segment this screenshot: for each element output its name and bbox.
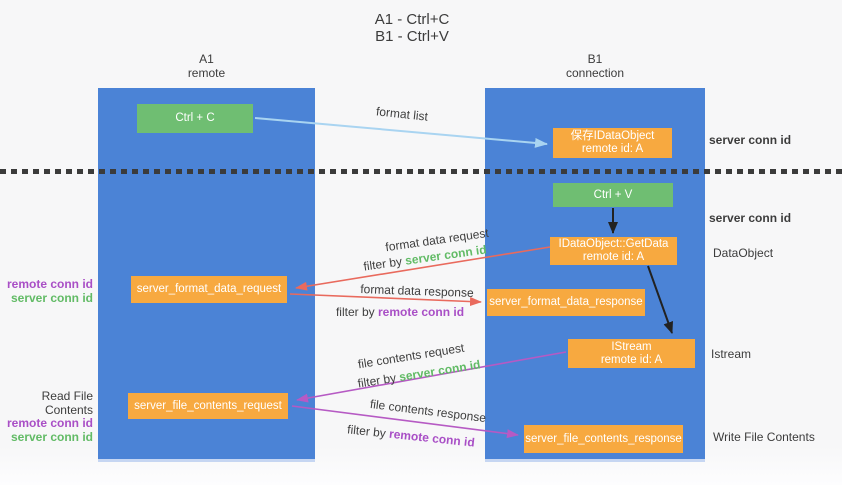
- ctrl-c-label: Ctrl + C: [175, 112, 215, 124]
- diagram-title: A1 - Ctrl+C B1 - Ctrl+V: [262, 11, 562, 45]
- remote-conn-id-text: remote conn id: [378, 305, 465, 319]
- server-conn-id-label: server conn id: [10, 290, 93, 305]
- arrow-format-data-request: [295, 246, 551, 291]
- server-file-contents-request-label: server_file_contents_request: [134, 399, 282, 412]
- server-format-data-request-node: server_format_data_request: [131, 276, 287, 303]
- arrow-file-contents-request: [296, 351, 567, 403]
- save-idataobject-node: 保存IDataObject remote id: A: [553, 128, 672, 158]
- lane-b1-role: connection: [565, 66, 625, 80]
- ctrl-v-label: Ctrl + V: [593, 188, 633, 201]
- file-request-side-labels: Read File Contents remote conn id server…: [0, 389, 93, 444]
- remote-conn-id-label: remote conn id: [6, 277, 93, 291]
- arrow-format-data-response: [289, 293, 482, 307]
- istream-line2: remote id: A: [600, 353, 663, 366]
- getdata-line2: remote id: A: [582, 251, 645, 263]
- save-idataobject-line1: 保存IDataObject: [570, 130, 655, 142]
- title-line-ctrl-v: B1 - Ctrl+V: [375, 28, 449, 45]
- server-format-data-response-label: server_format_data_response: [489, 296, 643, 308]
- arrow-format-list: [254, 117, 548, 148]
- save-idataobject-line2: remote id: A: [581, 143, 644, 155]
- ctrl-v-action-node: Ctrl + V: [553, 183, 673, 207]
- title-line-ctrl-c: A1 - Ctrl+C: [374, 11, 450, 28]
- server-conn-id-label: server conn id: [10, 429, 93, 444]
- lane-header-a1: A1 remote: [98, 52, 315, 80]
- paste-server-conn-id-label: server conn id: [709, 211, 792, 225]
- dataobject-label: DataObject: [713, 246, 774, 260]
- arrow-file-contents-response: [291, 405, 519, 439]
- lane-a1-id: A1: [199, 52, 214, 66]
- server-file-contents-response-label: server_file_contents_response: [525, 432, 682, 445]
- filter-by-text: filter by: [335, 305, 375, 319]
- server-format-data-response-node: server_format_data_response: [487, 289, 645, 316]
- istream-side-label: Istream: [711, 347, 752, 361]
- getdata-line1: IDataObject::GetData: [558, 238, 669, 250]
- format-request-conn-ids: remote conn id server conn id: [0, 277, 93, 305]
- lane-a1-role: remote: [187, 66, 226, 80]
- server-file-contents-response-node: server_file_contents_response: [524, 425, 683, 453]
- getdata-node: IDataObject::GetData remote id: A: [550, 237, 677, 265]
- istream-line1: IStream: [611, 340, 652, 353]
- lane-b1-id: B1: [587, 52, 603, 66]
- istream-node: IStream remote id: A: [568, 339, 695, 368]
- save-server-conn-id-label: server conn id: [709, 133, 792, 147]
- server-file-contents-request-node: server_file_contents_request: [128, 393, 288, 419]
- session-divider-dotted-line: [0, 169, 842, 174]
- write-file-contents-label: Write File Contents: [713, 430, 815, 444]
- server-format-data-request-label: server_format_data_request: [136, 283, 282, 295]
- format-data-response-filter-label: filter by remote conn id: [336, 305, 464, 319]
- read-file-contents-label: Read File Contents: [41, 389, 93, 417]
- remote-conn-id-label: remote conn id: [6, 416, 93, 430]
- arrow-getdata-to-istream: [647, 265, 673, 334]
- lane-header-b1: B1 connection: [485, 52, 705, 80]
- ctrl-c-action-node: Ctrl + C: [137, 104, 253, 133]
